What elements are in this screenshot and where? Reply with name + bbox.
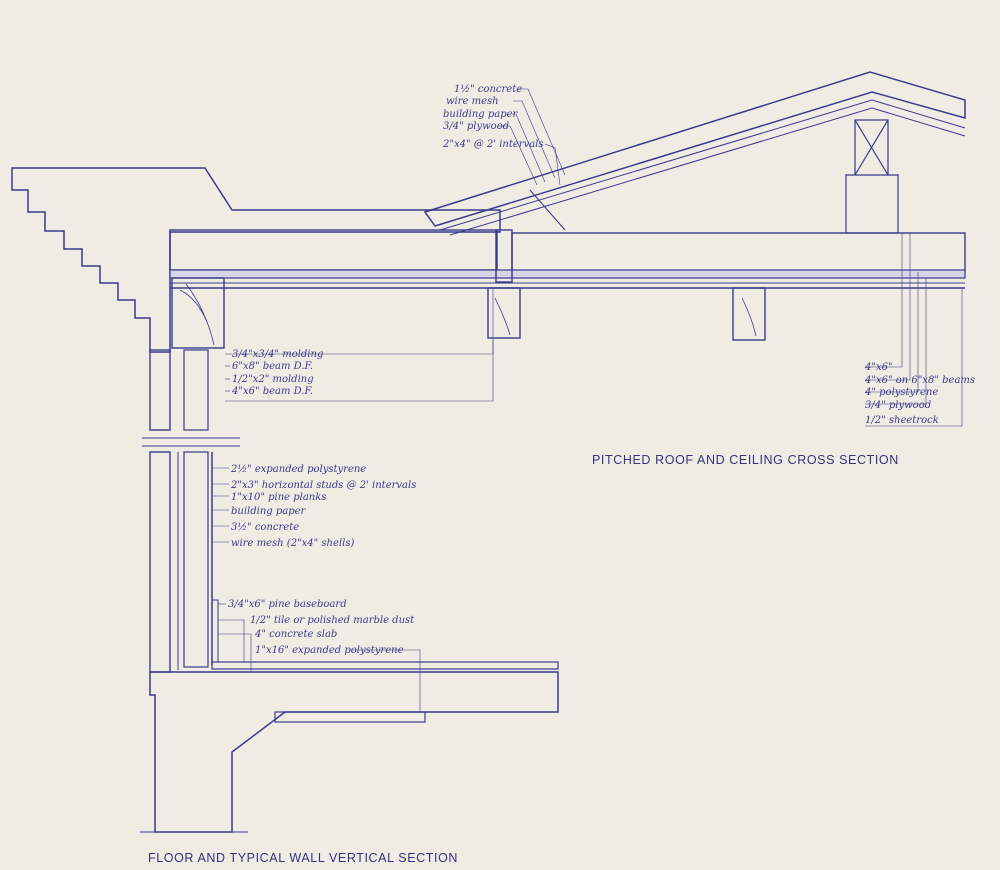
ceiling-callout: 1/2" sheetrock bbox=[865, 415, 939, 426]
wall-section-linework bbox=[140, 349, 559, 833]
wall-callouts: 2½" expanded polystyrene 2"x3" horizonta… bbox=[230, 464, 416, 549]
parapet-wall bbox=[11, 167, 501, 353]
roof-section-linework bbox=[11, 71, 966, 353]
roof-callout: 1½" concrete bbox=[454, 84, 522, 95]
floor-callouts: 3/4"x6" pine baseboard 1/2" tile or poli… bbox=[228, 599, 415, 656]
beam-callouts: 3/4"x3/4" molding 6"x8" beam D.F. 1/2"x2… bbox=[231, 349, 323, 397]
wall-insulation bbox=[183, 451, 209, 668]
wall-section-title: FLOOR AND TYPICAL WALL VERTICAL SECTION bbox=[148, 851, 458, 865]
beam-callout: 6"x8" beam D.F. bbox=[232, 361, 313, 372]
wall-callout: 2½" expanded polystyrene bbox=[230, 464, 366, 475]
wall-callout: 1"x10" pine planks bbox=[231, 492, 326, 503]
beam-callout: 4"x6" beam D.F. bbox=[231, 386, 313, 397]
ceiling-callout: 4" polystyrene bbox=[864, 387, 938, 398]
pitched-roof-slab bbox=[423, 71, 966, 227]
roof-callouts: 1½" concrete wire mesh building paper 3/… bbox=[442, 84, 544, 150]
wall-callout: 3½" concrete bbox=[231, 522, 299, 533]
floor-finish bbox=[211, 661, 559, 670]
leader-lines bbox=[212, 88, 963, 712]
roof-callout: wire mesh bbox=[446, 96, 499, 107]
wall-upper-concrete bbox=[149, 349, 171, 431]
ceiling-beam-right bbox=[732, 287, 766, 341]
ceiling-callouts: 4"x6" 4"x6" on 6"x8" beams 4" polystyren… bbox=[864, 362, 975, 426]
floor-callout: 1"x16" expanded polystyrene bbox=[255, 645, 404, 656]
roof-ridge-post bbox=[495, 229, 513, 283]
wall-callout: 2"x3" horizontal studs @ 2' intervals bbox=[230, 480, 416, 491]
slab-insulation bbox=[274, 711, 426, 723]
wall-upper-insulation bbox=[183, 349, 209, 431]
ceiling-callout: 4"x6" on 6"x8" beams bbox=[864, 375, 975, 386]
floor-callout: 3/4"x6" pine baseboard bbox=[228, 599, 347, 610]
floor-callout: 4" concrete slab bbox=[254, 629, 337, 640]
foundation-and-slab bbox=[149, 671, 559, 833]
roof-callout: 3/4" plywood bbox=[443, 121, 509, 132]
beam-6x8 bbox=[171, 277, 225, 349]
wall-concrete bbox=[149, 451, 171, 673]
ceiling-insulation-right bbox=[511, 232, 966, 273]
roof-callout: 2"x4" @ 2' intervals bbox=[442, 139, 544, 150]
ridge-post bbox=[845, 119, 899, 234]
baseboard bbox=[211, 599, 219, 663]
wall-callout: wire mesh (2"x4" shells) bbox=[231, 538, 354, 549]
ceiling-callout: 4"x6" bbox=[864, 362, 893, 373]
ceiling-insulation-left bbox=[169, 229, 498, 271]
roof-callout: building paper bbox=[443, 109, 519, 120]
roof-section-title: PITCHED ROOF AND CEILING CROSS SECTION bbox=[592, 453, 899, 467]
beam-callout: 1/2"x2" molding bbox=[232, 374, 314, 385]
ceiling-callout: 3/4" plywood bbox=[865, 400, 931, 411]
wall-callout: building paper bbox=[231, 506, 307, 517]
ceiling-plywood bbox=[169, 269, 966, 279]
floor-callout: 1/2" tile or polished marble dust bbox=[250, 615, 415, 626]
ceiling-beam-left bbox=[487, 287, 521, 339]
beam-callout: 3/4"x3/4" molding bbox=[232, 349, 323, 360]
